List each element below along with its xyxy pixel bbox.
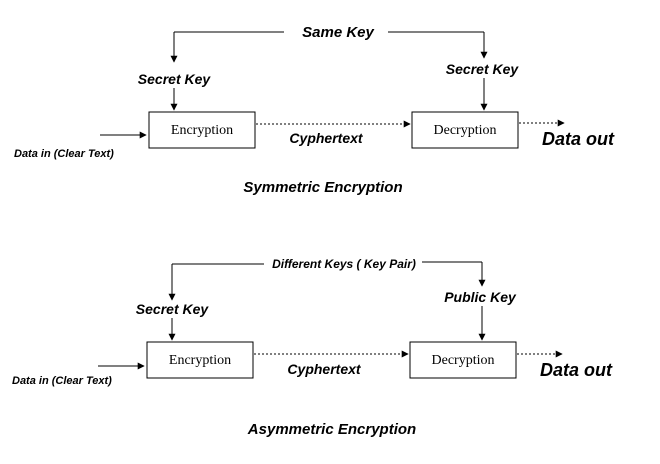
asym-encryption-label: Encryption [169,353,231,368]
sym-encryption-label: Encryption [171,123,233,138]
sym-cyphertext-label: Cyphertext [289,130,363,146]
asym-output-label: Data out [540,360,613,380]
sym-decryption-box [411,111,519,149]
sym-decryption-label: Decryption [434,123,497,138]
sym-shared-key-label: Same Key [302,24,374,41]
sym-output-label: Data out [542,129,615,149]
asym-input-label: Data in (Clear Text) [12,375,112,387]
asym-decryption-box [409,341,517,379]
asym-left-key-label: Secret Key [136,301,210,317]
symmetric-diagram: Same Key Secret Key Secret Key Data in (… [14,24,615,196]
asym-shared-key-label: Different Keys ( Key Pair) [272,257,416,271]
sym-encryption-box [148,111,256,149]
asym-encryption-box [146,341,254,379]
asym-cyphertext-label: Cyphertext [287,361,361,377]
asym-decryption-label: Decryption [432,353,495,368]
sym-input-label: Data in (Clear Text) [14,148,114,160]
sym-caption: Symmetric Encryption [243,179,402,196]
asym-caption: Asymmetric Encryption [247,421,416,438]
asymmetric-diagram: Different Keys ( Key Pair) Secret Key Pu… [12,257,613,438]
sym-left-key-label: Secret Key [138,71,212,87]
sym-right-key-label: Secret Key [446,61,520,77]
asym-right-key-label: Public Key [444,289,517,305]
